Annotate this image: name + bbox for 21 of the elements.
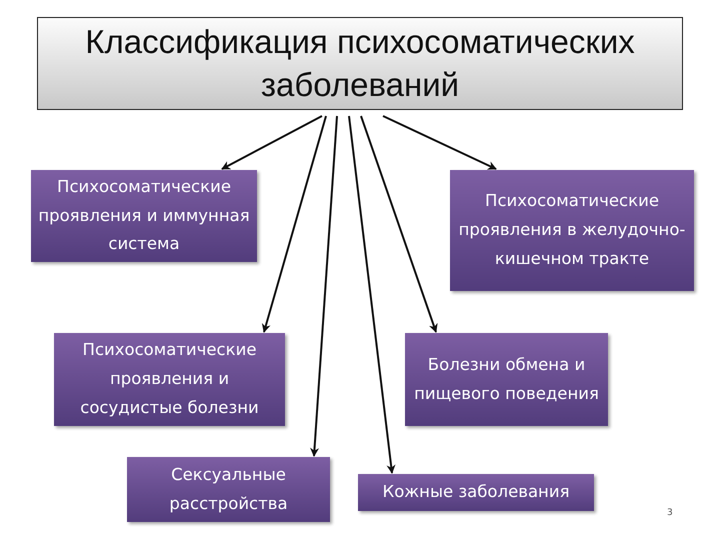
category-text: Психосоматические проявления и сосудистые болезни: [79, 339, 260, 419]
category-text: Кожные заболевания: [382, 481, 570, 504]
arrow: [360, 116, 438, 333]
arrow: [310, 116, 338, 457]
category-box: [31, 170, 257, 262]
category-box: [54, 333, 285, 426]
category-text: Болезни обмена и пищевого поведения: [413, 354, 600, 404]
category-text: Психосоматические проявления и иммунная система: [37, 176, 251, 256]
title-text: Классификация психосоматических заболеваний: [84, 22, 636, 104]
arrow: [262, 116, 327, 333]
category-box: [127, 457, 330, 522]
category-text: Психосоматические проявления в желудочно-кишечном тракте: [458, 190, 686, 270]
title-box: [37, 17, 683, 110]
arrow: [382, 115, 497, 170]
page-number: 3: [667, 508, 673, 518]
arrow: [348, 116, 396, 474]
category-box: [450, 170, 694, 291]
category-box: [358, 474, 594, 511]
category-text: Сексуальные расстройства: [168, 464, 289, 514]
arrow: [221, 115, 322, 170]
category-box: [405, 333, 608, 426]
